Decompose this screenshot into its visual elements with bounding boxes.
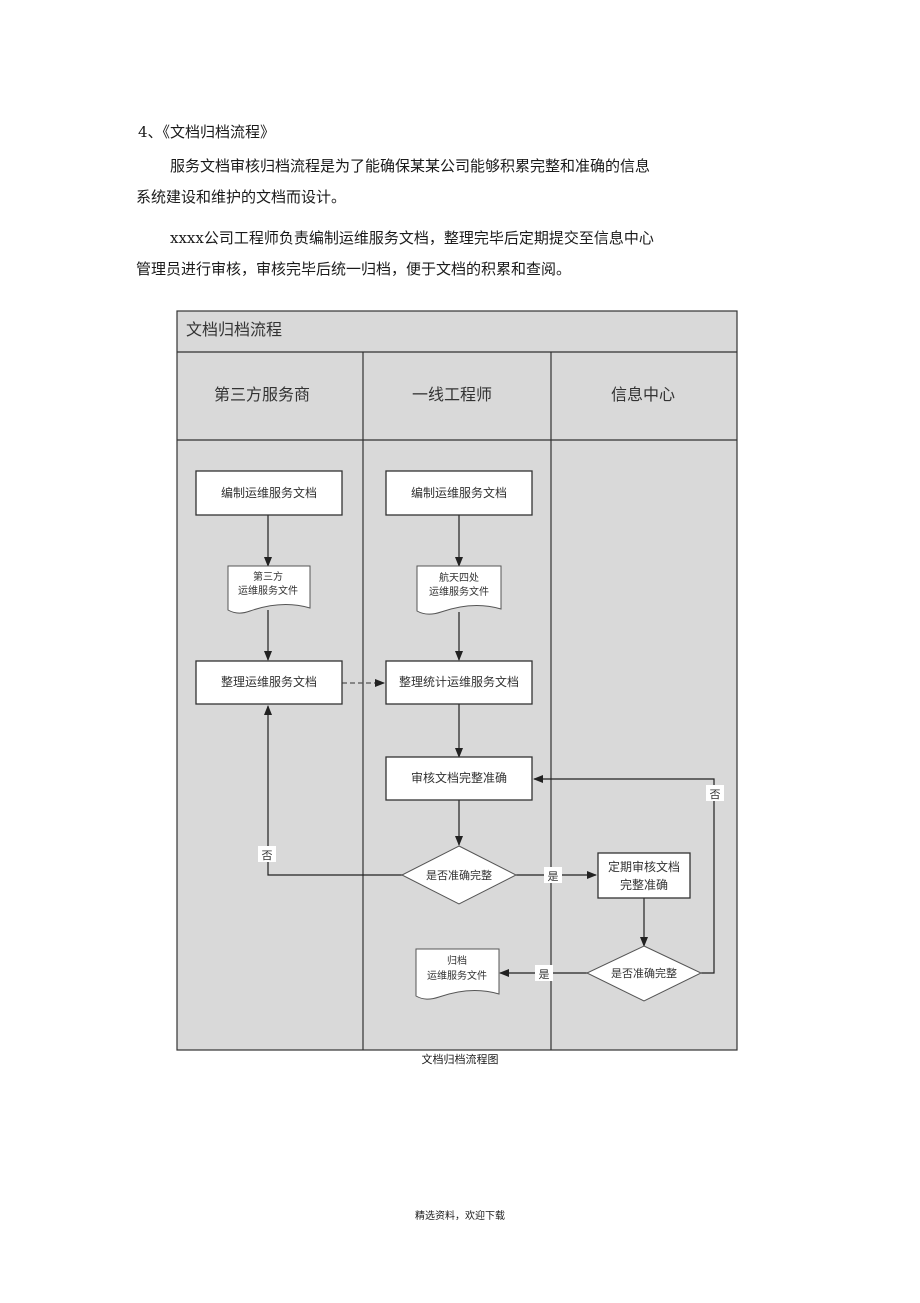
paragraph-1-line-1: 服务文档审核归档流程是为了能确保某某公司能够积累完整和准确的信息 xyxy=(170,157,651,175)
archive-label-1: 归档 xyxy=(447,954,467,967)
engineer-organize-box xyxy=(385,660,533,705)
engineer-compile-box xyxy=(385,470,533,516)
paragraph-2: xxxx公司工程师负责编制运维服务文档，整理完毕后定期提交至信息中心 管理员进行… xyxy=(136,223,716,285)
engineer-organize-label: 整理统计运维服务文档 xyxy=(399,674,519,689)
engineer-decision-label: 是否准确完整 xyxy=(426,868,492,882)
lane-header-engineer: 一线工程师 xyxy=(412,385,492,404)
engineer-compile-label: 编制运维服务文档 xyxy=(411,485,507,500)
flowchart-title: 文档归档流程 xyxy=(186,320,282,339)
label-bg-yes-mid xyxy=(544,867,562,883)
label-bg-no-right xyxy=(706,785,724,801)
engineer-doc-label-1: 航天四处 xyxy=(439,571,479,584)
vendor-document-shape xyxy=(227,565,311,614)
vendor-doc-label-1: 第三方 xyxy=(253,570,283,583)
vendor-organize-label: 整理运维服务文档 xyxy=(221,674,317,689)
vendor-doc-label-2: 运维服务文件 xyxy=(238,584,298,597)
edge-label-no-right: 否 xyxy=(710,788,721,801)
center-review-label-2: 完整准确 xyxy=(620,877,668,892)
paragraph-1: 服务文档审核归档流程是为了能确保某某公司能够积累完整和准确的信息 系统建设和维护… xyxy=(136,151,716,213)
archive-label-2: 运维服务文件 xyxy=(427,969,487,982)
engineer-decision-diamond xyxy=(400,845,518,905)
paragraph-2-line-1: xxxx公司工程师负责编制运维服务文档，整理完毕后定期提交至信息中心 xyxy=(170,229,654,247)
engineer-review-box xyxy=(385,756,533,801)
center-decision-diamond xyxy=(585,945,703,1002)
paragraph-1-line-2: 系统建设和维护的文档而设计。 xyxy=(136,188,347,206)
edge-label-yes-bottom: 是 xyxy=(539,968,550,981)
figure-caption: 文档归档流程图 xyxy=(421,1053,499,1066)
center-review-label-1: 定期审核文档 xyxy=(608,859,680,874)
paragraph-2-line-2: 管理员进行审核，审核完毕后统一归档，便于文档的积累和查阅。 xyxy=(136,260,572,278)
center-review-box xyxy=(597,852,691,899)
lane-header-vendor: 第三方服务商 xyxy=(214,385,310,404)
engineer-document-shape xyxy=(416,565,502,615)
vendor-compile-label: 编制运维服务文档 xyxy=(221,485,317,500)
label-bg-no-left xyxy=(258,846,276,862)
arrow-center-no-to-review xyxy=(533,775,715,974)
vendor-organize-box xyxy=(195,660,343,705)
engineer-review-label: 审核文档完整准确 xyxy=(411,770,507,785)
label-bg-yes-bottom xyxy=(535,965,553,981)
edge-label-yes-mid: 是 xyxy=(548,870,559,883)
lane-header-info-center: 信息中心 xyxy=(611,385,675,404)
center-decision-label: 是否准确完整 xyxy=(611,966,677,980)
engineer-doc-label-2: 运维服务文件 xyxy=(429,585,489,598)
page-footer: 精选资料，欢迎下载 xyxy=(415,1211,505,1222)
arrow-decision-no-to-vendor xyxy=(264,705,403,876)
edge-label-no-left: 否 xyxy=(262,849,273,862)
archive-document-shape xyxy=(415,948,500,1000)
vendor-compile-box xyxy=(195,470,343,516)
section-heading: 4、《文档归档流程》 xyxy=(138,123,276,141)
